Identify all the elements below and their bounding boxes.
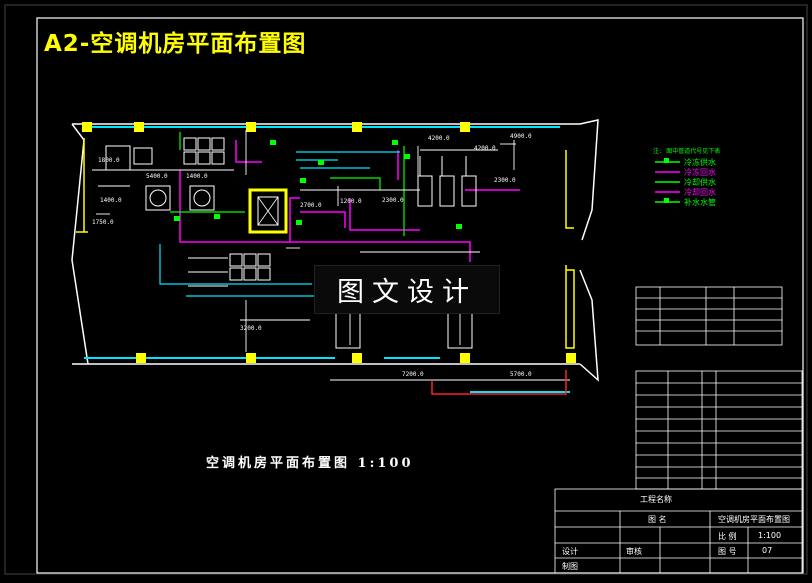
dim-7: 1200.0 — [340, 198, 362, 205]
dim-14: 5700.0 — [510, 371, 532, 378]
legend-label-3: 冷却供水 — [684, 178, 716, 187]
outer-frame — [4, 4, 808, 575]
dim-6: 2700.0 — [300, 202, 322, 209]
valve-markers — [174, 140, 462, 229]
air-handler-units — [105, 145, 215, 211]
legend-label-5: 补水水管 — [684, 198, 716, 207]
dim-15: 3200.0 — [240, 325, 262, 332]
sheet-border — [36, 17, 804, 574]
dim-11: 2300.0 — [382, 197, 404, 204]
title-block-frame — [554, 488, 803, 574]
sheet-value: 07 — [762, 546, 773, 555]
dim-5: 1750.0 — [92, 219, 114, 226]
dim-9: 4200.0 — [474, 145, 496, 152]
legend-label-2: 冷冻回水 — [684, 168, 716, 177]
review-label: 审核 — [626, 547, 642, 556]
dim-13: 7200.0 — [402, 371, 424, 378]
dim-12: 4900.0 — [510, 133, 532, 140]
dim-8: 4200.0 — [428, 135, 450, 142]
dim-3: 1400.0 — [186, 173, 208, 180]
drawing-title: A2-空调机房平面布置图 — [44, 31, 307, 57]
sheet-label: 图 号 — [718, 547, 737, 556]
drawing-name-value: 空调机房平面布置图 — [718, 515, 790, 524]
dim-10: 2300.0 — [494, 177, 516, 184]
watermark: 图文设计 — [314, 265, 500, 314]
structural-columns — [82, 122, 576, 363]
elevator-shaft — [248, 188, 288, 234]
wall-cyan-strips — [84, 126, 570, 393]
equipment-table — [635, 370, 803, 490]
svg-text:注: 图中管道代号见下表: 注: 图中管道代号见下表 — [653, 147, 720, 155]
drawing-name-label: 图 名 — [648, 515, 667, 524]
dim-1: 1800.0 — [98, 157, 120, 164]
dim-4: 1400.0 — [100, 197, 122, 204]
chilled-pipes — [159, 151, 400, 297]
drafter-label: 制图 — [562, 562, 578, 571]
design-label: 设计 — [562, 547, 578, 556]
legend-label-1: 冷冻供水 — [684, 158, 716, 167]
supply-pipes — [170, 132, 405, 236]
red-line — [431, 370, 567, 395]
dimension-labels: 1800.0 5400.0 1400.0 1400.0 1750.0 2700.… — [92, 133, 532, 378]
project-label: 工程名称 — [640, 495, 672, 504]
partition-walls — [76, 138, 575, 349]
pump-group-top — [183, 137, 225, 165]
scale-value: 1:100 — [758, 531, 782, 540]
scale-label: 比 例 — [718, 532, 737, 541]
pump-group-bottom — [188, 253, 271, 287]
legend-label-4: 冷却回水 — [684, 188, 716, 197]
chiller-units — [335, 156, 477, 349]
plan-caption: 空调机房平面布置图 1:100 — [206, 456, 414, 471]
symbol-table — [635, 286, 783, 346]
dim-2: 5400.0 — [146, 173, 168, 180]
room-walls — [71, 119, 599, 382]
line-legend: 注: 图中管道代号见下表 — [653, 147, 720, 203]
